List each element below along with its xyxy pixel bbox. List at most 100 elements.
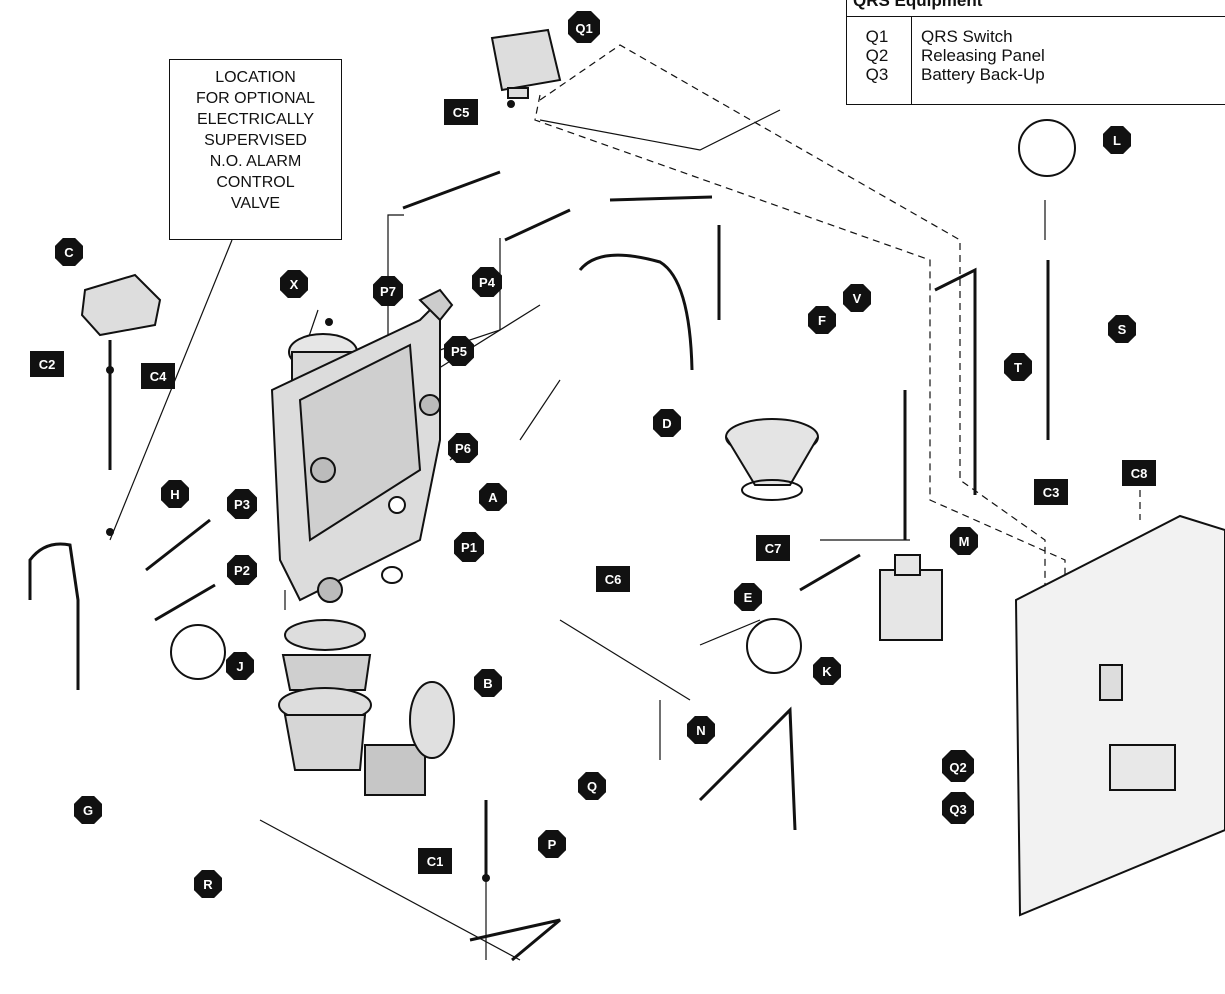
- callout-x: X: [280, 270, 308, 298]
- callout-k-label: K: [822, 664, 832, 679]
- callout-p7: P7: [373, 276, 403, 306]
- callout-r: R: [194, 870, 222, 898]
- callout-v-label: V: [853, 291, 862, 306]
- callout-l-label: L: [1113, 133, 1121, 148]
- legend-label: Releasing Panel: [921, 46, 1045, 65]
- callout-p3-label: P3: [234, 497, 250, 512]
- control-box: [879, 554, 943, 641]
- callout-c4-label: C4: [150, 369, 167, 384]
- legend-row: Q2 Releasing Panel: [847, 46, 1225, 65]
- callout-e-label: E: [744, 590, 753, 605]
- callout-c: C: [55, 238, 83, 266]
- callout-s: S: [1108, 315, 1136, 343]
- callout-c8: C8: [1122, 460, 1156, 486]
- callout-p-label: P: [548, 837, 557, 852]
- callout-p2-label: P2: [234, 563, 250, 578]
- optional-valve-note: LOCATION FOR OPTIONAL ELECTRICALLY SUPER…: [169, 59, 342, 240]
- callout-j-label: J: [236, 659, 243, 674]
- callout-c-label: C: [64, 245, 74, 260]
- callout-p2: P2: [227, 555, 257, 585]
- callout-p5-label: P5: [451, 344, 467, 359]
- callout-n: N: [687, 716, 715, 744]
- callout-p3: P3: [227, 489, 257, 519]
- legend-code: Q3: [865, 65, 889, 84]
- legend-code: Q1: [865, 27, 889, 46]
- callout-c5: C5: [444, 99, 478, 125]
- callout-c2-label: C2: [39, 357, 56, 372]
- callout-h-label: H: [170, 487, 179, 502]
- callout-g: G: [74, 796, 102, 824]
- note-line: ELECTRICALLY: [196, 111, 315, 128]
- callout-a: A: [479, 483, 507, 511]
- qrs-switch: [490, 28, 562, 99]
- trim-piping: [28, 170, 1050, 962]
- callout-q1-label: Q1: [575, 21, 592, 36]
- main-valve-body: [270, 288, 454, 603]
- legend-row: Q3 Battery Back-Up: [847, 65, 1225, 84]
- callout-r-label: R: [203, 877, 213, 892]
- callout-q-label: Q: [587, 779, 597, 794]
- legend-table: QRS Equipment Q1 QRS Switch Q2 Releasing…: [846, 0, 1225, 105]
- callout-g-label: G: [83, 803, 93, 818]
- callout-e: E: [734, 583, 762, 611]
- callout-f-label: F: [818, 313, 826, 328]
- callout-t: T: [1004, 353, 1032, 381]
- callout-markers: Q1 Q2 Q3 C X P7 P4 P5 P6 P3 P2 P1 A B D …: [30, 11, 1156, 898]
- callout-b: B: [474, 669, 502, 697]
- note-line: N.O. ALARM: [209, 153, 302, 170]
- legend-code: Q2: [865, 46, 889, 65]
- callout-p4-label: P4: [479, 275, 496, 290]
- electrical-conduit: [534, 44, 1141, 610]
- callout-x-label: X: [290, 277, 299, 292]
- callout-s-label: S: [1118, 322, 1127, 337]
- callout-c6: C6: [596, 566, 630, 592]
- callout-q3-label: Q3: [949, 802, 966, 817]
- drip-funnel: [725, 418, 819, 501]
- pressure-gauges: [170, 119, 1076, 680]
- releasing-panel-cabinet: [1014, 514, 1225, 917]
- callout-d-label: D: [662, 416, 671, 431]
- callout-f: F: [808, 306, 836, 334]
- note-line: LOCATION: [215, 69, 296, 86]
- legend-title: QRS Equipment: [847, 0, 1225, 17]
- callout-l: L: [1103, 126, 1131, 154]
- callout-p5: P5: [444, 336, 474, 366]
- callout-v: V: [843, 284, 871, 312]
- callout-q3: Q3: [942, 792, 974, 824]
- callout-c3: C3: [1034, 479, 1068, 505]
- callout-c4: C4: [141, 363, 175, 389]
- pressure-switch: [80, 273, 162, 337]
- callout-k: K: [813, 657, 841, 685]
- callout-c5-label: C5: [453, 105, 470, 120]
- callout-c7-label: C7: [765, 541, 782, 556]
- callout-p1-label: P1: [461, 540, 477, 555]
- callout-c8-label: C8: [1131, 466, 1148, 481]
- callout-h: H: [161, 480, 189, 508]
- callout-c1: C1: [418, 848, 452, 874]
- callout-m-label: M: [959, 534, 970, 549]
- callout-d: D: [653, 409, 681, 437]
- callout-p4: P4: [472, 267, 502, 297]
- callout-q1: Q1: [568, 11, 600, 43]
- callout-c7: C7: [756, 535, 790, 561]
- callout-p: P: [538, 830, 566, 858]
- callout-p6: P6: [448, 433, 478, 463]
- note-line: SUPERVISED: [204, 132, 307, 149]
- legend-row: Q1 QRS Switch: [847, 27, 1225, 46]
- callout-j: J: [226, 652, 254, 680]
- callout-c1-label: C1: [427, 854, 444, 869]
- callout-q2: Q2: [942, 750, 974, 782]
- legend-label: Battery Back-Up: [921, 65, 1045, 84]
- note-line: FOR OPTIONAL: [195, 90, 316, 107]
- reference-dots: [106, 100, 515, 882]
- note-line: VALVE: [230, 195, 281, 212]
- callout-n-label: N: [696, 723, 705, 738]
- callout-q: Q: [578, 772, 606, 800]
- callout-m: M: [950, 527, 978, 555]
- callout-c6-label: C6: [605, 572, 622, 587]
- note-line: CONTROL: [216, 174, 295, 191]
- callout-b-label: B: [483, 676, 492, 691]
- callout-t-label: T: [1014, 360, 1022, 375]
- callout-p6-label: P6: [455, 441, 471, 456]
